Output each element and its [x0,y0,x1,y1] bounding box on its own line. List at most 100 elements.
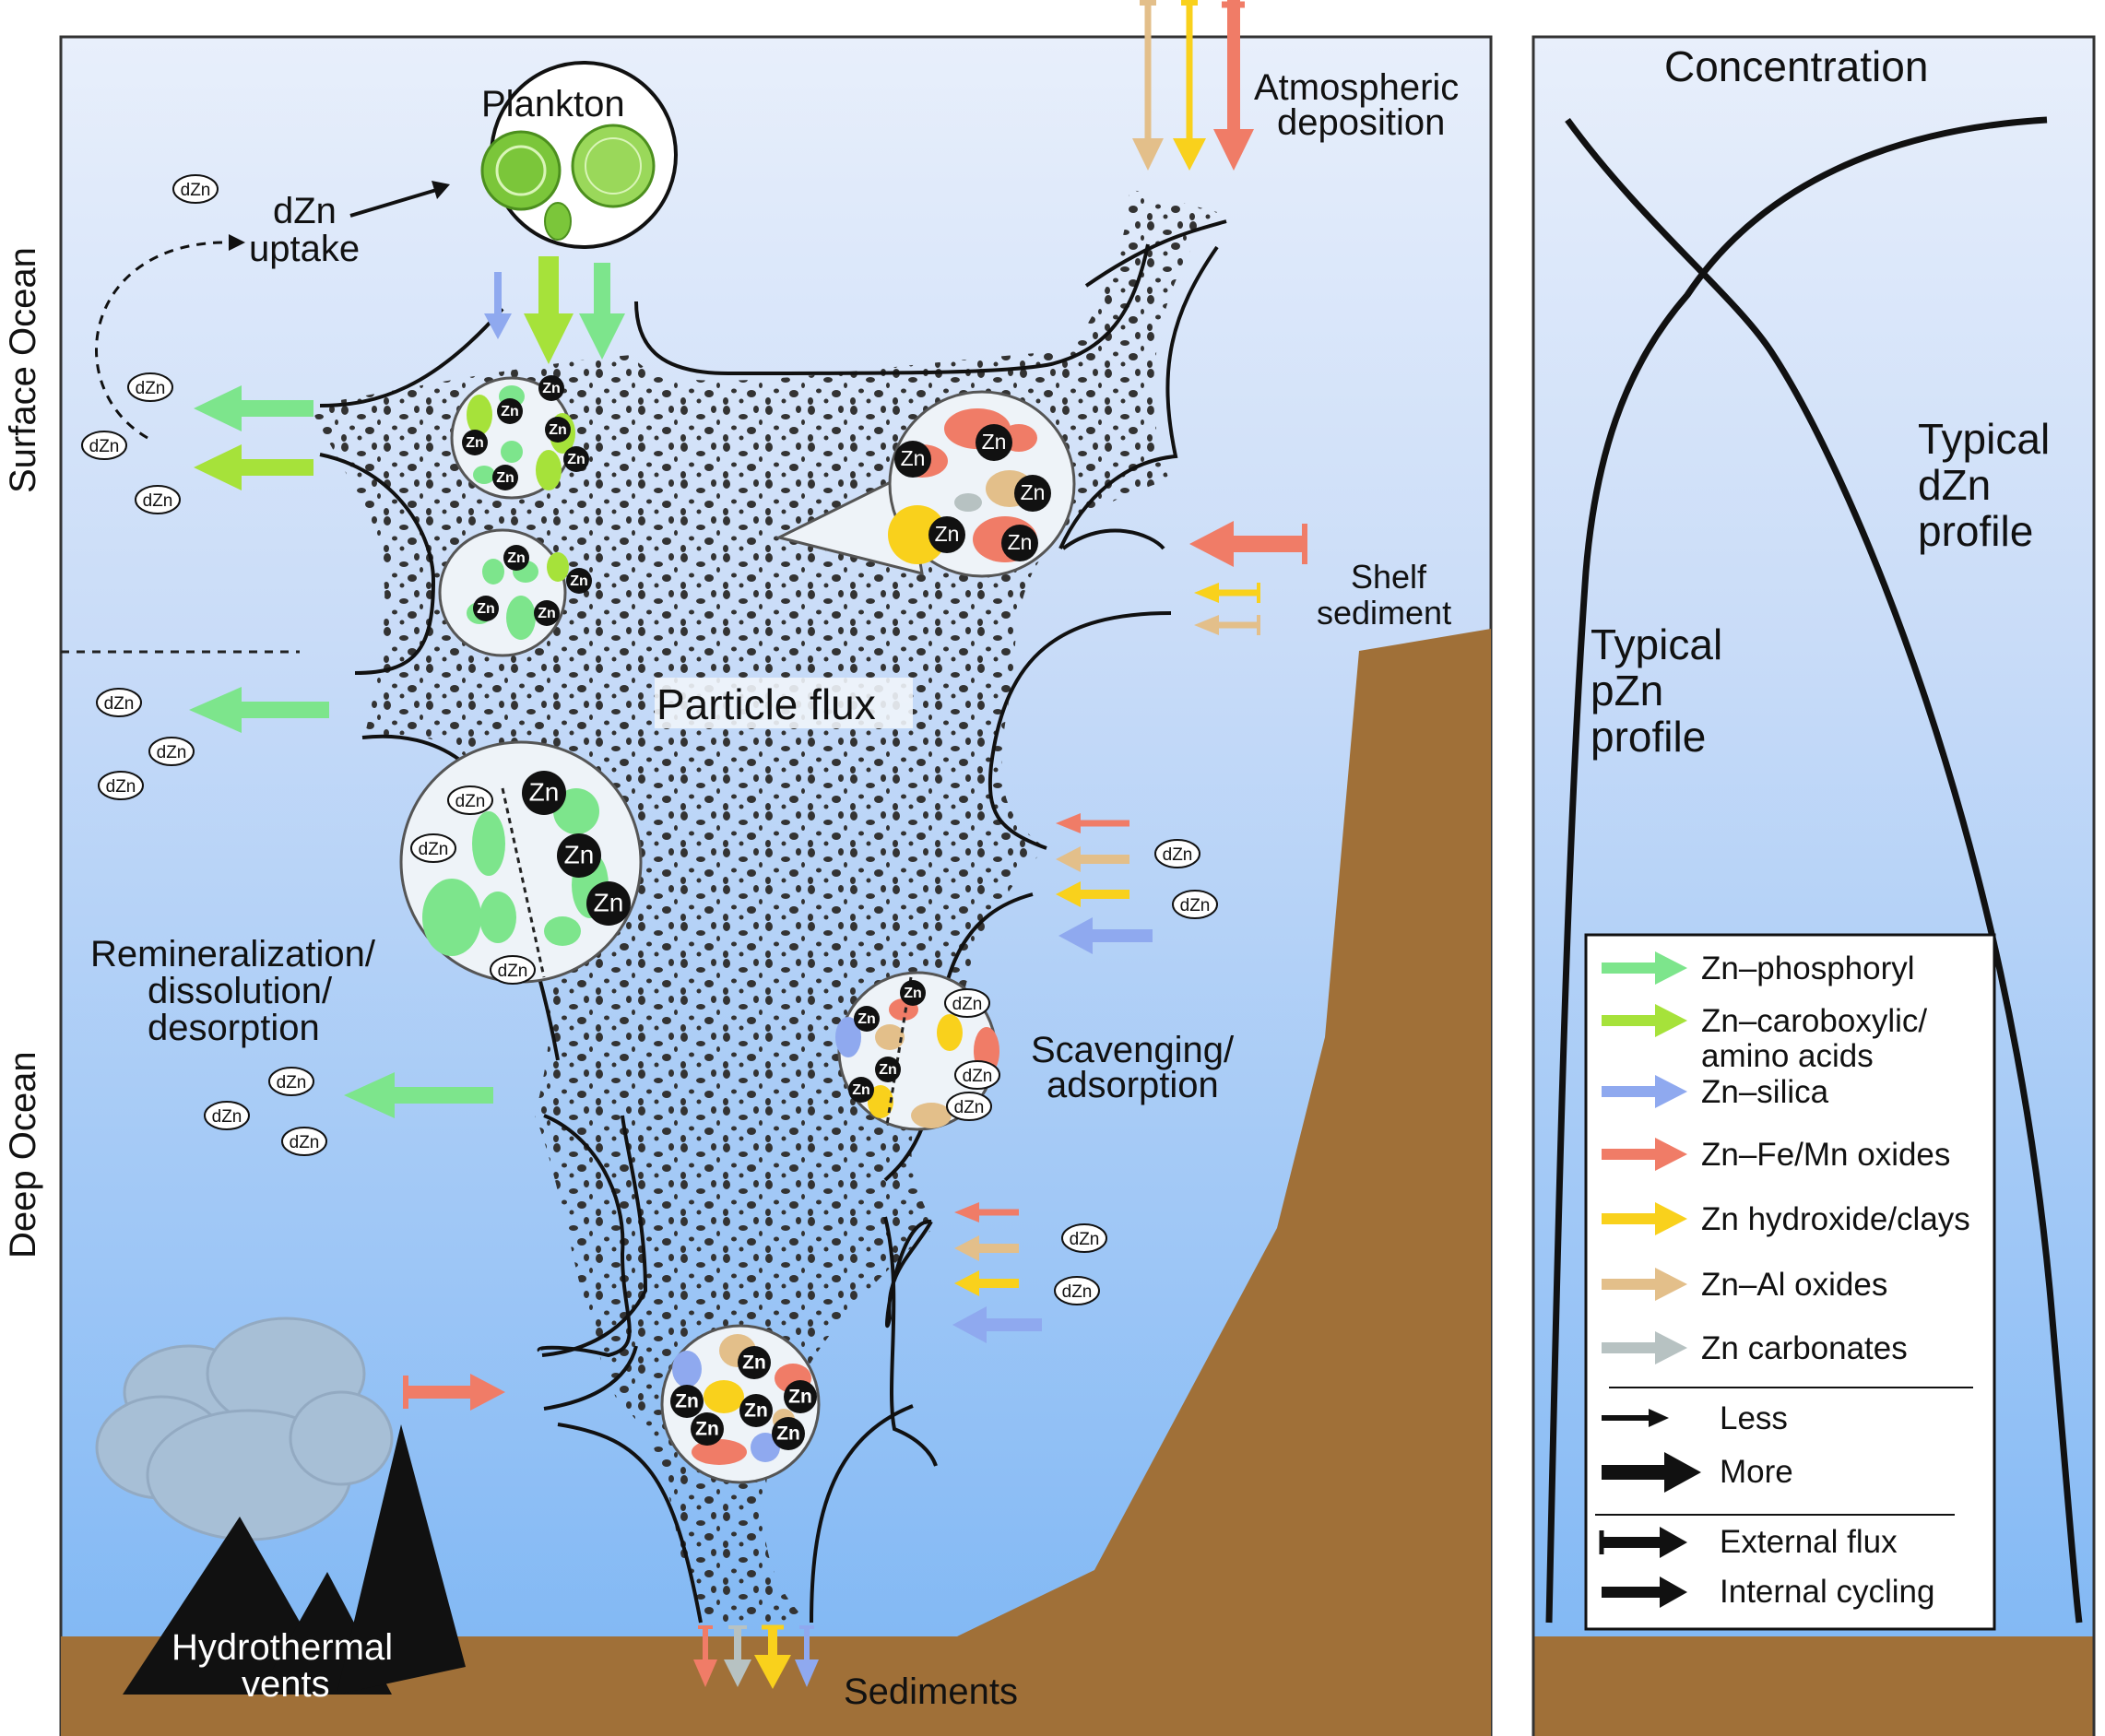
zn-badge: Zn [492,465,518,490]
zn-badge: Zn [738,1346,771,1379]
legend-item: Zn–Al oxides [1602,1267,1887,1303]
zn-badge-label: Zn [496,470,514,486]
dzn-bubble-outline [127,372,173,402]
dzn-bubble-label: dZn [1163,845,1193,865]
zn-badge-label: Zn [776,1423,800,1444]
zn-badge-label: Zn [788,1386,812,1407]
dzn-bubble: dZn [204,1101,250,1130]
plume-boundaries [319,219,1227,1624]
uptake-arrow [349,186,443,218]
zn-badge-circle [492,465,518,490]
external-flux-head [1660,1527,1687,1558]
less-arrow-head [1649,1409,1669,1427]
legend-swatch-head [1655,1075,1687,1108]
legend-item: Zn–Fe/Mn oxides [1602,1137,1950,1173]
dzn-bubble-outline [1154,839,1200,868]
zn-badge: Zn [875,1057,901,1082]
zn-badge-circle [894,441,931,478]
dzn-bubble-label: dZn [143,491,173,511]
dzn-profile-label-3: profile [1918,507,2033,555]
zn-badge-circle [566,568,592,594]
pzn-profile-label-2: pZn [1591,667,1663,714]
zn-badge-label: Zn [695,1418,719,1439]
uptake-arrow-head [432,181,450,199]
zn-badge-label: Zn [466,435,484,451]
zn-badge-circle [848,1077,874,1103]
zn-badge-circle [1014,475,1051,512]
dzn-bubble-outline [98,771,144,800]
dzn-bubble: dZn [1154,839,1200,868]
dzn-bubble-label: dZn [1062,1282,1093,1302]
legend-swatch-head [1655,1004,1687,1037]
zn-badge-label: Zn [501,404,519,419]
zn-badge-label: Zn [570,573,588,589]
surface-ocean-label: Surface Ocean [3,247,43,493]
hydro-label-1: Hydrothermal [171,1627,393,1668]
dzn-bubble-label: dZn [455,792,486,811]
zn-badge-circle [670,1385,704,1418]
zn-badge-circle [1001,525,1038,561]
dzn-bubble-label: dZn [136,379,166,398]
zn-badge-label: Zn [564,840,595,868]
legend-item: Zn–silica [1602,1074,1829,1110]
zn-badge-label: Zn [567,452,585,467]
zn-badge-label: Zn [904,986,922,1001]
zn-badge: Zn [557,833,601,878]
zn-badge-label: Zn [857,1011,876,1027]
legend-item: Zn hydroxide/clays [1602,1201,1970,1237]
dzn-bubble-label: dZn [277,1073,307,1092]
zn-badge-circle [691,1412,724,1446]
dzn-bubble-label: dZn [157,743,187,762]
zn-badge-circle [854,1006,880,1032]
legend-item-label: amino acids [1701,1038,1874,1074]
deep-ocean-label: Deep Ocean [3,1051,43,1258]
dzn-bubble: dZn [944,988,990,1018]
legend-item: Zn carbonates [1602,1330,1908,1366]
dzn-bubble: dZn [81,431,127,460]
zn-badge-label: Zn [477,601,495,617]
dzn-bubble-outline [1054,1276,1100,1305]
zn-badge-label: Zn [1021,480,1046,504]
zn-badge-circle [473,596,499,621]
zn-badge: Zn [566,568,592,594]
dzn-bubble: dZn [1061,1223,1107,1253]
zn-badge-circle [557,833,601,878]
plankton-icon [480,61,678,249]
dzn-bubble-outline [946,1092,992,1121]
zn-badge-circle [503,545,529,571]
legend-more: More [1720,1454,1793,1490]
zn-badge: Zn [538,375,564,401]
dzn-bubble-label: dZn [181,181,211,200]
dzn-bubble-outline [1172,890,1218,919]
zn-badge-label: Zn [879,1062,897,1078]
zn-badge-label: Zn [538,606,556,621]
zn-badge-label: Zn [529,777,560,806]
zn-badge-circle [928,516,965,553]
dzn-bubble-outline [135,485,181,514]
zn-badge: Zn [784,1380,817,1413]
shelf-label-2: sediment [1317,594,1451,632]
hydrothermal-plume [95,1317,394,1541]
zn-badge-label: Zn [935,522,960,546]
zn-badge: Zn [894,441,931,478]
legend-item-label: Zn carbonates [1701,1330,1908,1366]
legend-swatch-head [1655,951,1687,985]
zn-badge-circle [538,375,564,401]
more-arrow-head [1664,1452,1701,1493]
zn-badge-circle [545,417,571,443]
pzn-profile-line [1565,117,2083,1624]
legend-internal: Internal cycling [1720,1574,1934,1610]
dzn-bubble: dZn [1172,890,1218,919]
zn-badge: Zn [900,980,926,1006]
zn-badge: Zn [928,516,965,553]
dzn-bubble-outline [1061,1223,1107,1253]
dzn-bubble: dZn [490,955,536,985]
zn-badge-label: Zn [1008,530,1033,554]
dzn-bubble-label: dZn [290,1133,320,1152]
legend-item-label: Zn–Al oxides [1701,1267,1887,1303]
scav-label-2: adsorption [1047,1065,1219,1105]
dzn-bubble: dZn [410,833,456,863]
